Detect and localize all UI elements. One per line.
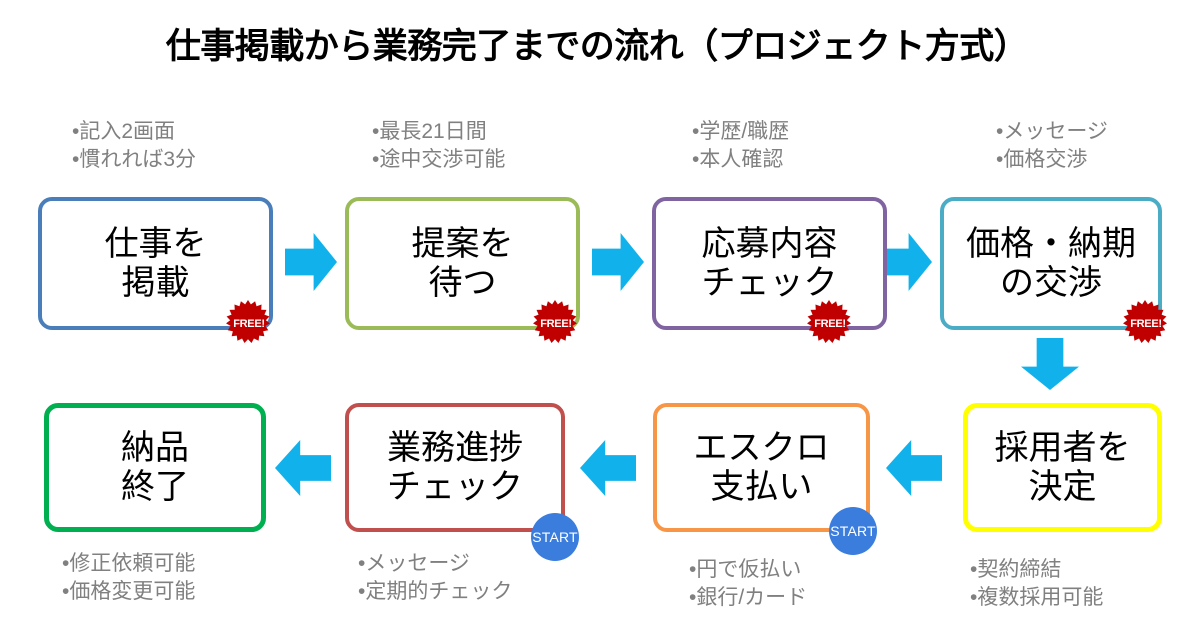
- caption-line: •銀行/カード: [689, 585, 808, 609]
- caption-check-application: •学歴/職歴 •本人確認: [692, 118, 789, 173]
- node-line: 採用者を: [994, 429, 1131, 468]
- caption-line: •価格変更可能: [62, 579, 196, 603]
- caption-line: •複数採用可能: [970, 585, 1104, 609]
- caption-line: •契約締結: [970, 558, 1062, 581]
- node-line: 業務進捗: [387, 429, 523, 468]
- arrow-left-icon-decide-to-escrow: [886, 440, 942, 496]
- caption-line: •本人確認: [692, 147, 784, 171]
- free-badge-label: FREE!: [540, 318, 572, 330]
- node-line: 待つ: [428, 263, 497, 302]
- caption-line: •記入2画面: [72, 120, 176, 143]
- flow-node-negotiate-price-delivery[interactable]: 価格・納期 の交渉: [940, 197, 1162, 330]
- arrow-right-icon-wait-to-check: [592, 233, 644, 291]
- free-badge-label: FREE!: [233, 318, 265, 330]
- start-badge-label: START: [830, 523, 876, 539]
- page-title: 仕事掲載から業務完了までの流れ（プロジェクト方式）: [165, 27, 1029, 66]
- free-badge-label: FREE!: [814, 318, 846, 330]
- node-line: 仕事を: [104, 225, 207, 264]
- caption-line: •慣れれば3分: [72, 147, 197, 171]
- caption-line: •修正依頼可能: [62, 552, 196, 575]
- node-line: 提案を: [411, 225, 514, 264]
- caption-wait-proposal: •最長21日間 •途中交渉可能: [372, 118, 505, 173]
- node-line: チェック: [387, 467, 523, 506]
- flow-node-escrow-payment[interactable]: エスクロ 支払い: [653, 403, 870, 532]
- caption-line: •最長21日間: [372, 120, 487, 143]
- start-badge-label: START: [532, 529, 578, 545]
- node-line: 応募内容: [701, 225, 838, 264]
- flow-node-post-job[interactable]: 仕事を 掲載: [38, 197, 273, 330]
- node-line: エスクロ: [693, 429, 830, 468]
- free-badge-label: FREE!: [1130, 318, 1162, 330]
- arrow-left-icon-progress-to-delivery: [275, 440, 331, 496]
- flow-node-progress-check[interactable]: 業務進捗 チェック: [345, 403, 565, 532]
- flow-node-check-application[interactable]: 応募内容 チェック: [652, 197, 887, 330]
- flow-node-delivery-complete[interactable]: 納品 終了: [44, 403, 266, 532]
- node-line: 納品: [121, 429, 189, 468]
- caption-post-job: •記入2画面 •慣れれば3分: [72, 118, 196, 173]
- node-line: 支払い: [710, 467, 813, 506]
- caption-decide-hire: •契約締結 •複数採用可能: [970, 556, 1103, 611]
- arrow-left-icon-escrow-to-progress: [580, 440, 636, 496]
- caption-line: •円で仮払い: [689, 558, 802, 581]
- caption-line: •定期的チェック: [358, 579, 513, 603]
- caption-line: •学歴/職歴: [692, 120, 790, 143]
- node-line: 終了: [121, 467, 189, 506]
- caption-delivery-complete: •修正依頼可能 •価格変更可能: [62, 550, 195, 605]
- caption-line: •メッセージ: [358, 552, 470, 575]
- start-badge-progress: START: [531, 513, 579, 561]
- flow-node-wait-proposal[interactable]: 提案を 待つ: [345, 197, 580, 330]
- caption-progress-check: •メッセージ •定期的チェック: [358, 550, 512, 605]
- node-line: チェック: [701, 263, 838, 302]
- node-line: の交渉: [1000, 263, 1102, 302]
- arrow-down-icon-negotiate-to-decide: [1021, 338, 1079, 390]
- arrow-right-icon-check-to-negotiate: [880, 233, 932, 291]
- caption-negotiate-price-delivery: •メッセージ •価格交渉: [996, 118, 1108, 173]
- start-badge-escrow: START: [829, 507, 877, 555]
- flow-node-decide-hire[interactable]: 採用者を 決定: [963, 403, 1162, 532]
- caption-line: •メッセージ: [996, 120, 1108, 143]
- caption-line: •途中交渉可能: [372, 147, 506, 171]
- caption-line: •価格交渉: [996, 147, 1088, 171]
- caption-escrow-payment: •円で仮払い •銀行/カード: [689, 556, 807, 611]
- arrow-right-icon-post-to-wait: [285, 233, 337, 291]
- node-line: 掲載: [121, 263, 190, 302]
- node-line: 決定: [1028, 467, 1097, 506]
- node-line: 価格・納期: [966, 225, 1136, 264]
